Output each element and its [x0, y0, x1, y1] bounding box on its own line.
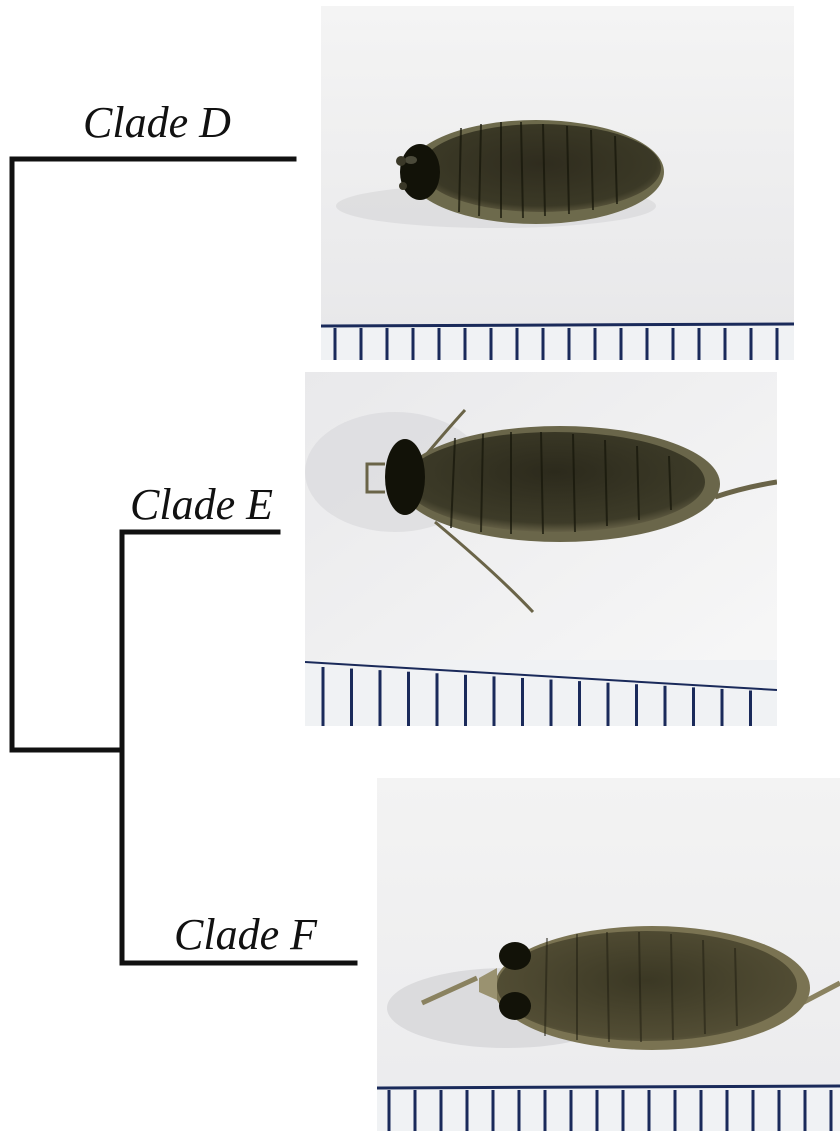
clade-d-label: Clade D	[83, 101, 231, 145]
specimen-photo-clade-f	[377, 778, 840, 1131]
clade-e-label: Clade E	[130, 483, 273, 527]
ruler	[321, 324, 794, 360]
ruler	[305, 660, 777, 726]
specimen-photo-clade-d	[321, 6, 794, 360]
ruler	[377, 1086, 840, 1131]
clade-f-label: Clade F	[174, 913, 317, 957]
specimen-photo-clade-e	[305, 372, 777, 726]
